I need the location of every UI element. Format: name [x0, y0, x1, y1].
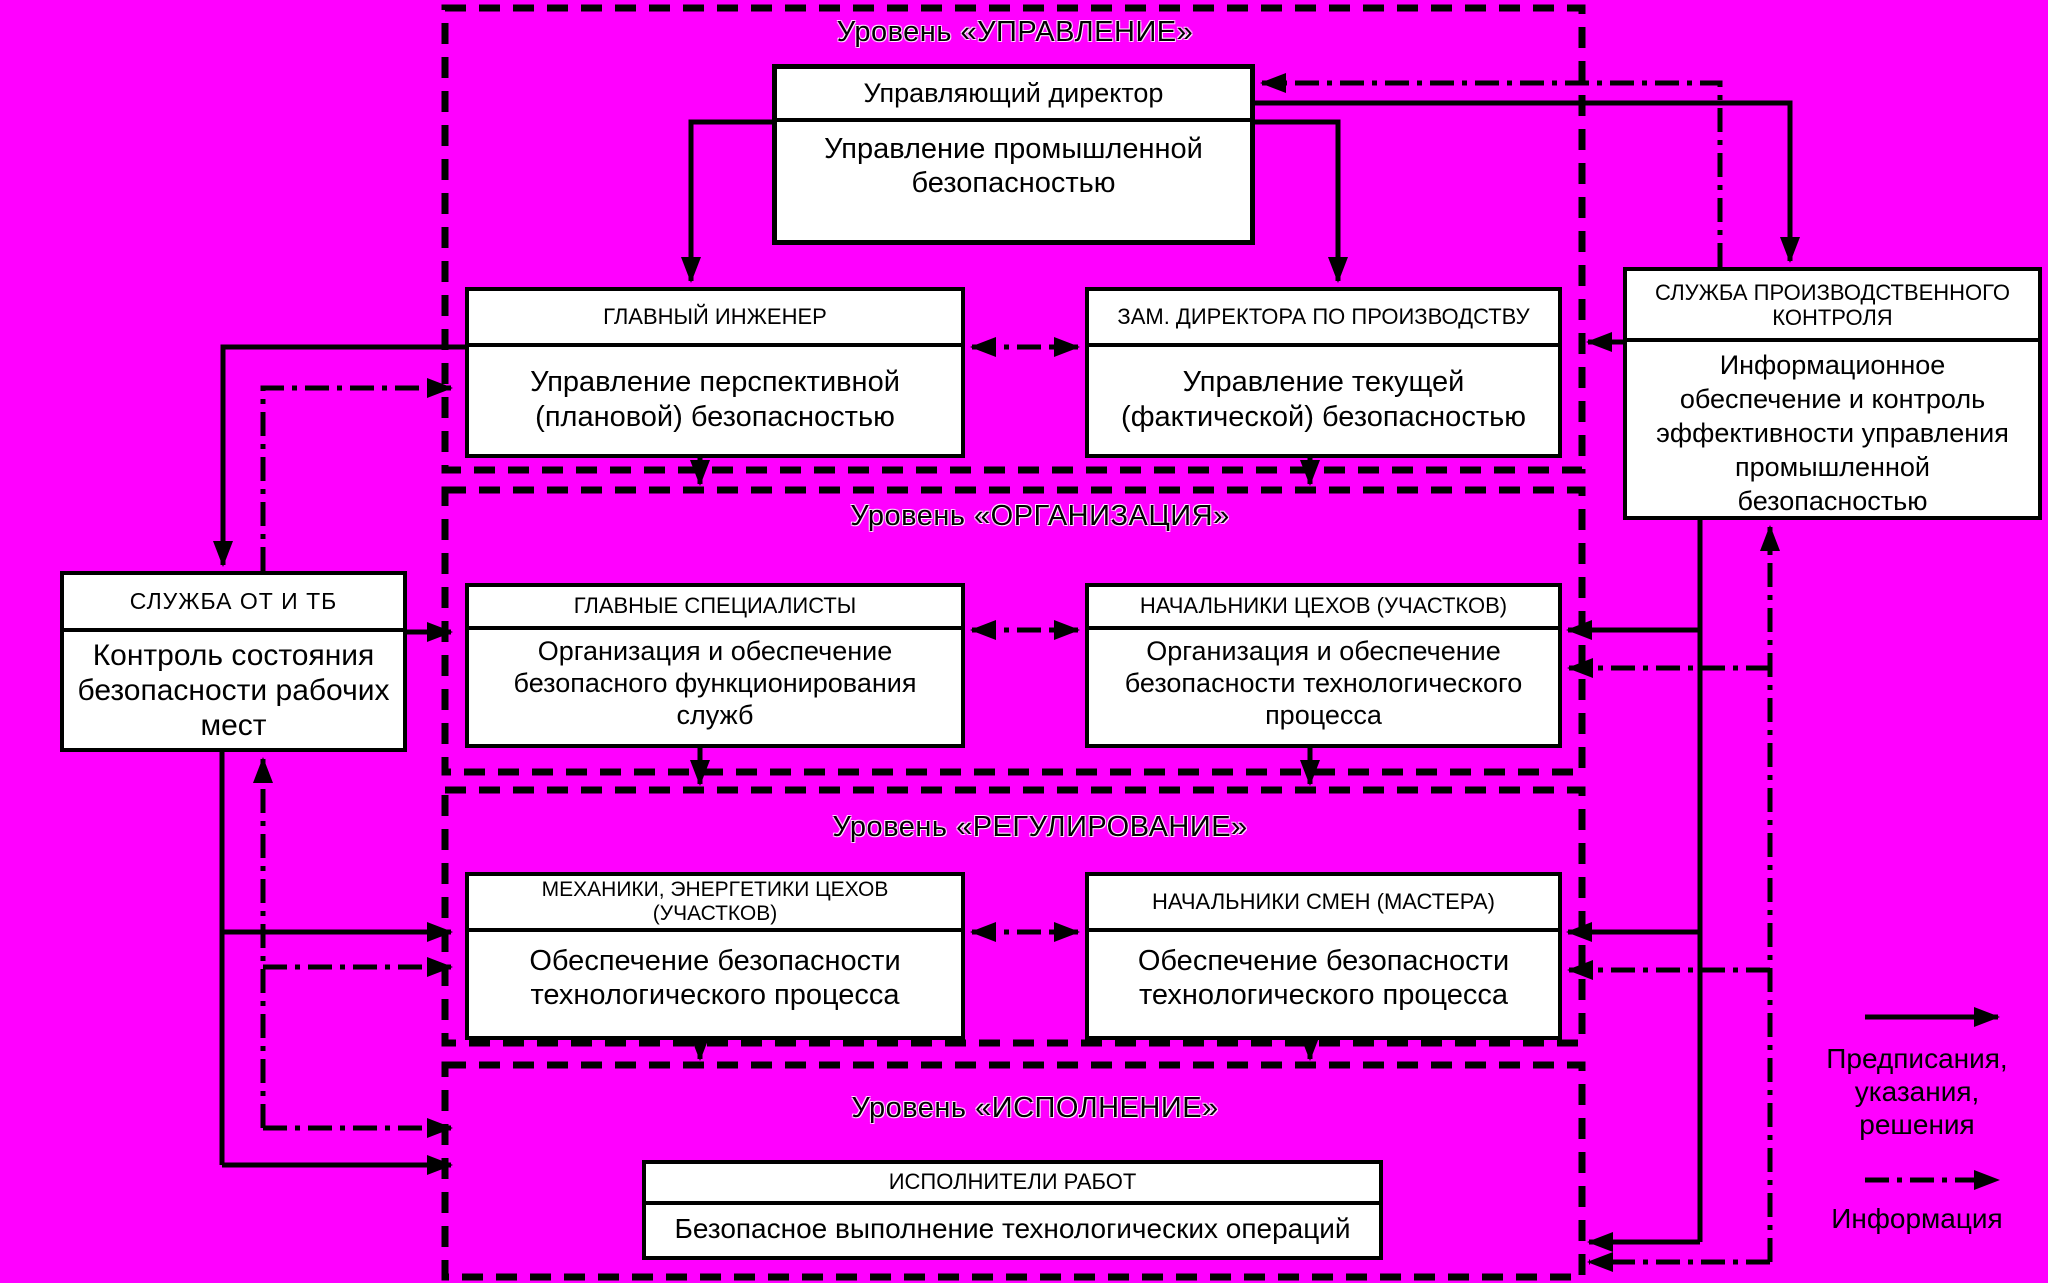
information-connectors — [253, 73, 2000, 1272]
arrow-director-to-deputy — [1255, 119, 1348, 283]
arrow-chief-engineer-to-ottb — [213, 344, 465, 567]
node-title: СЛУЖБА ПРОИЗВОДСТВЕННОГО КОНТРОЛЯ — [1627, 271, 2038, 342]
band-regulation — [441, 786, 1586, 1047]
node-title: ГЛАВНЫЙ ИНЖЕНЕР — [469, 291, 961, 347]
node-body: Управление текущей (фактической) безопас… — [1121, 366, 1526, 433]
node-body: Организация и обеспечение безопасности т… — [1124, 636, 1523, 730]
level-label-organization: Уровень «ОРГАНИЗАЦИЯ» — [850, 500, 1230, 532]
node-title: ИСПОЛНИТЕЛИ РАБОТ — [646, 1164, 1379, 1205]
node-body: Управление перспективной (плановой) безо… — [530, 366, 900, 433]
info-prodcontrol-to-director — [1260, 73, 1723, 267]
node-title: НАЧАЛЬНИКИ ЦЕХОВ (УЧАСТКОВ) — [1089, 587, 1558, 630]
node-title: Управляющий директор — [777, 69, 1250, 122]
directive-connectors — [213, 100, 2000, 1252]
node-title: СЛУЖБА ОТ И ТБ — [64, 575, 403, 632]
node-chief-specialists: ГЛАВНЫЕ СПЕЦИАЛИСТЫ Организация и обеспе… — [465, 583, 965, 748]
node-ot-tb-service: СЛУЖБА ОТ И ТБ Контроль состояния безопа… — [60, 571, 407, 752]
band-management — [441, 4, 1586, 474]
node-mechanics-energetics: МЕХАНИКИ, ЭНЕРГЕТИКИ ЦЕХОВ (УЧАСТКОВ) Об… — [465, 872, 965, 1040]
info-ottb-to-chief-engineer — [260, 378, 453, 571]
node-work-executors: ИСПОЛНИТЕЛИ РАБОТ Безопасное выполнение … — [642, 1160, 1383, 1260]
node-shift-heads: НАЧАЛЬНИКИ СМЕН (МАСТЕРА) Обеспечение бе… — [1085, 872, 1562, 1040]
node-body: Организация и обеспечение безопасного фу… — [513, 636, 917, 730]
node-managing-director: Управляющий директор Управление промышле… — [772, 64, 1255, 245]
node-body: Контроль состояния безопасности рабочих … — [77, 639, 390, 742]
arrow-director-to-prodcontrol — [1255, 100, 1800, 263]
node-deputy-director-production: ЗАМ. ДИРЕКТОРА ПО ПРОИЗВОДСТВУ Управлени… — [1085, 287, 1562, 458]
legend-directives-label: Предписания, указания, решения — [1826, 1043, 2008, 1140]
level-label-execution: Уровень «ИСПОЛНЕНИЕ» — [851, 1092, 1219, 1124]
node-title: МЕХАНИКИ, ЭНЕРГЕТИКИ ЦЕХОВ (УЧАСТКОВ) — [469, 876, 961, 932]
node-production-control-service: СЛУЖБА ПРОИЗВОДСТВЕННОГО КОНТРОЛЯ Информ… — [1623, 267, 2042, 520]
node-title: ЗАМ. ДИРЕКТОРА ПО ПРОИЗВОДСТВУ — [1089, 291, 1558, 347]
arrow-director-to-chief-engineer — [681, 119, 772, 283]
node-body: Информационное обеспечение и контроль эф… — [1656, 350, 2009, 516]
level-label-management: Уровень «УПРАВЛЕНИЕ» — [836, 16, 1194, 48]
node-body: Обеспечение безопасности технологическог… — [529, 945, 901, 1011]
node-chief-engineer: ГЛАВНЫЙ ИНЖЕНЕР Управление перспективной… — [465, 287, 965, 458]
node-body: Управление промышленной безопасностью — [824, 133, 1203, 199]
node-shop-heads: НАЧАЛЬНИКИ ЦЕХОВ (УЧАСТКОВ) Организация … — [1085, 583, 1562, 748]
node-body: Обеспечение безопасности технологическог… — [1137, 945, 1510, 1011]
level-label-regulation: Уровень «РЕГУЛИРОВАНИЕ» — [832, 811, 1248, 843]
node-body: Безопасное выполнение технологических оп… — [674, 1213, 1351, 1244]
node-title: ГЛАВНЫЕ СПЕЦИАЛИСТЫ — [469, 587, 961, 630]
node-title: НАЧАЛЬНИКИ СМЕН (МАСТЕРА) — [1089, 876, 1558, 932]
legend-information-label: Информация — [1831, 1203, 2003, 1234]
